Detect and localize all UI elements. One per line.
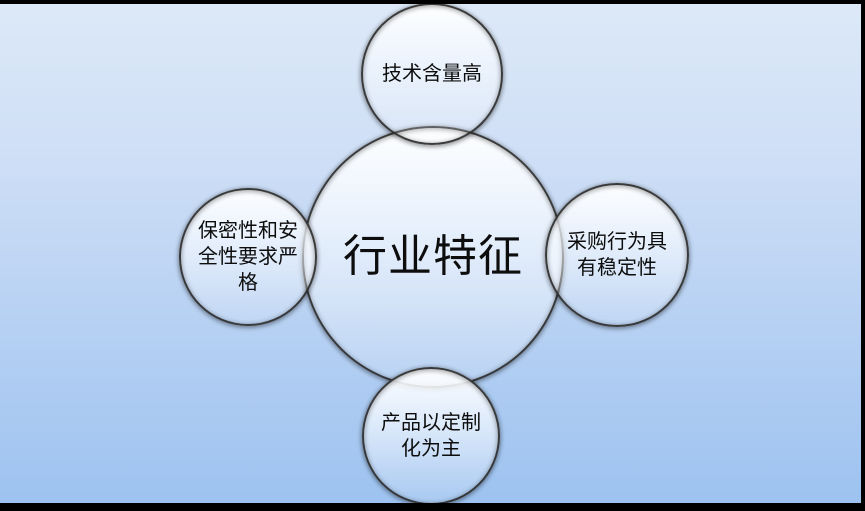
node-bubble-bottom-label: 产品以定制化为主	[381, 412, 481, 460]
node-bubble-right: 采购行为具有稳定性	[545, 183, 689, 327]
node-bubble-right-label: 采购行为具有稳定性	[567, 231, 667, 279]
frame-bar-right	[861, 0, 865, 511]
node-bubble-top-label: 技术含量高	[382, 63, 482, 85]
center-bubble-label: 行业特征	[343, 231, 523, 281]
node-bubble-left: 保密性和安全性要求严格	[179, 188, 317, 326]
node-bubble-bottom: 产品以定制化为主	[362, 367, 500, 505]
frame-bar-top	[0, 0, 865, 4]
node-bubble-top: 技术含量高	[361, 3, 503, 145]
node-bubble-left-label: 保密性和安全性要求严格	[198, 220, 298, 294]
frame-bar-bottom	[0, 503, 865, 511]
center-bubble: 行业特征	[302, 126, 564, 388]
